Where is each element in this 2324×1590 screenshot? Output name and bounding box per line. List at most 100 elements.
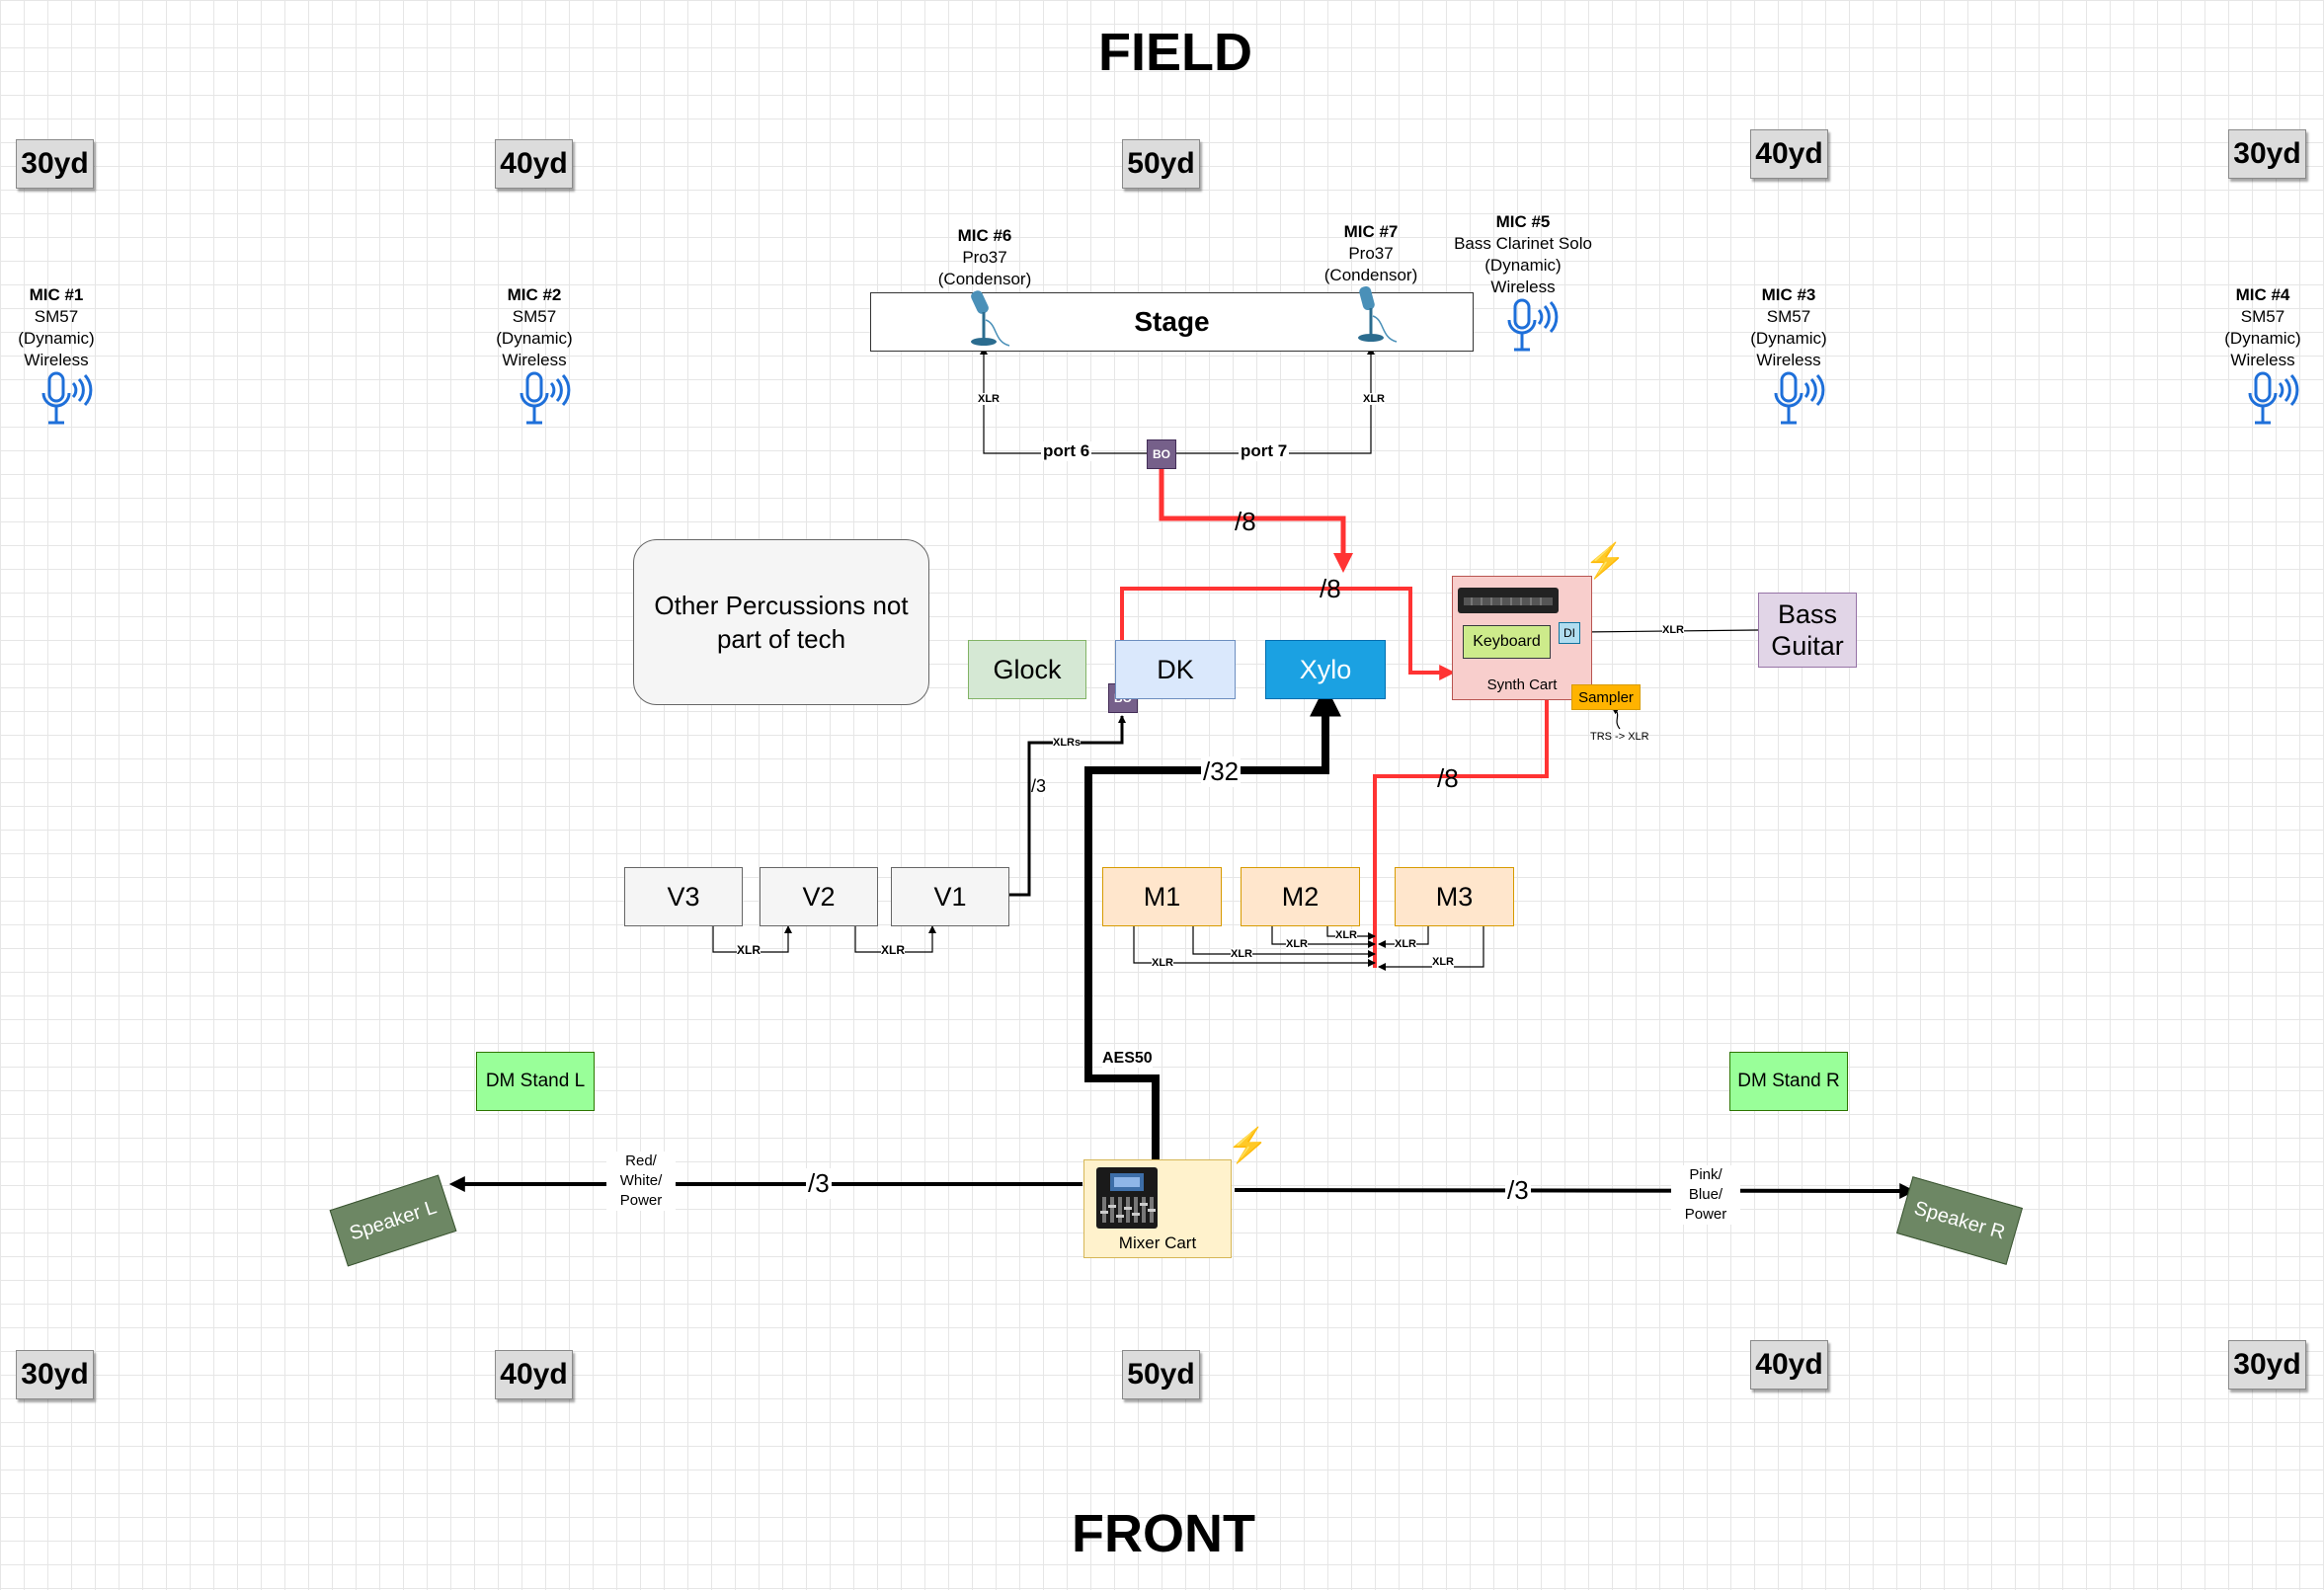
left-cable-line-2: White/: [619, 1172, 663, 1189]
mic-6-label: MIC #6 Pro37 (Condensor): [896, 225, 1074, 290]
m2-xlr: [1271, 926, 1376, 948]
yard-marker-bottom-40-right: 40yd: [1750, 1340, 1828, 1390]
speaker-right-cable: [1234, 1182, 1916, 1199]
mic-3-title: MIC #3: [1761, 285, 1816, 304]
right-speaker-cable-label: Pink/ Blue/ Power: [1671, 1165, 1740, 1225]
mixer-console-icon: [1096, 1167, 1158, 1229]
condenser-mic-icon: [1358, 286, 1398, 343]
speaker-left-label: Speaker L: [347, 1195, 440, 1245]
left-cable-line-3: Power: [619, 1192, 663, 1209]
bass-guitar-box: Bass Guitar: [1758, 593, 1857, 668]
wireless-mic-icon: [520, 371, 571, 425]
vocal-v1: V1: [891, 867, 1009, 926]
mallet-red-cable: [1373, 692, 1549, 968]
mic-1-conn: Wireless: [24, 351, 89, 369]
xlr-label: XLR: [881, 943, 905, 957]
wireless-mic-icon: [1774, 371, 1825, 425]
dk-bo-red-cable: [1120, 587, 1456, 683]
slash3-vocal-label: /3: [1031, 776, 1047, 797]
keyboard-box: Keyboard: [1463, 625, 1551, 659]
m1-xlr-b: [1192, 926, 1376, 958]
other-percussion-note-text: Other Percussions not part of tech: [654, 591, 909, 654]
mic-5-model: Bass Clarinet Solo: [1454, 234, 1592, 253]
mic-2-model: SM57: [512, 307, 557, 326]
mixer-cart-label: Mixer Cart: [1118, 1233, 1197, 1252]
mallet-m3: M3: [1395, 867, 1514, 926]
vocal-v2: V2: [760, 867, 878, 926]
xlrs-label: XLRs: [1053, 737, 1082, 749]
xylo-box: Xylo: [1265, 640, 1386, 699]
dm-stand-right-label: DM Stand R: [1737, 1071, 1840, 1091]
port-6-label: port 6: [1041, 441, 1092, 461]
yard-marker-top-40-left: 40yd: [495, 139, 573, 189]
m2-xlr-b: [1326, 926, 1376, 940]
mic-4-title: MIC #4: [2235, 285, 2290, 304]
mic-1-type: (Dynamic): [18, 329, 95, 348]
vocal-v1-label: V1: [933, 881, 967, 912]
di-box: DI: [1559, 622, 1580, 644]
yard-marker-top-50: 50yd: [1122, 139, 1200, 189]
yard-marker-top-40-right: 40yd: [1750, 129, 1828, 179]
mic-6-type: (Condensor): [937, 270, 1032, 288]
yard-marker-top-30-left: 30yd: [16, 139, 94, 189]
stage-bo-red-cable: [1159, 468, 1353, 573]
m3-xlr-b: [1378, 926, 1484, 971]
slash3-right-label: /3: [1505, 1175, 1531, 1206]
mic-2-title: MIC #2: [507, 285, 562, 304]
drum-kit-label: DK: [1157, 654, 1194, 684]
dm-stand-right: DM Stand R: [1729, 1052, 1848, 1111]
xlr-label: XLR: [1395, 938, 1416, 950]
field-heading: FIELD: [1098, 23, 1252, 82]
mic-5-type: (Dynamic): [1484, 256, 1562, 275]
xlr-label: XLR: [1286, 938, 1308, 950]
right-cable-line-1: Pink/: [1689, 1166, 1723, 1183]
drum-kit-box: DK: [1115, 640, 1236, 699]
mic-3-type: (Dynamic): [1750, 329, 1827, 348]
right-cable-line-2: Blue/: [1688, 1186, 1723, 1203]
sampler-trs-cable: [1611, 706, 1621, 730]
mic-6-model: Pro37: [962, 248, 1007, 267]
front-heading: FRONT: [1072, 1504, 1255, 1563]
mic7-xlr-cable: [1162, 347, 1375, 454]
mic-5-conn: Wireless: [1490, 278, 1556, 296]
mic6-xlr-cable: [980, 347, 1162, 454]
xlr-label: XLR: [978, 393, 1000, 405]
glock-label: Glock: [993, 654, 1062, 684]
power-bolt-icon: ⚡: [1227, 1127, 1269, 1164]
left-speaker-cable-label: Red/ White/ Power: [606, 1152, 676, 1211]
xlr-label: XLR: [1662, 624, 1684, 636]
condenser-mic-icon: [971, 290, 1010, 347]
mic-3-conn: Wireless: [1756, 351, 1821, 369]
xlr-label: XLR: [1432, 956, 1454, 968]
mallet-m1-label: M1: [1143, 881, 1181, 912]
mic-7-title: MIC #7: [1343, 222, 1399, 241]
stage-label: Stage: [1134, 306, 1210, 337]
slash8-label: /8: [1320, 574, 1341, 603]
di-label: DI: [1563, 626, 1575, 640]
port-7-label: port 7: [1239, 441, 1290, 461]
mic-7-type: (Condensor): [1323, 266, 1418, 284]
power-bolt-icon: ⚡: [1584, 542, 1627, 580]
vocal-v3-label: V3: [667, 881, 700, 912]
xlr-label: XLR: [1231, 948, 1252, 960]
sampler-box: Sampler: [1571, 684, 1641, 710]
mic-1-model: SM57: [34, 307, 79, 326]
dm-stand-left: DM Stand L: [476, 1052, 595, 1111]
aes50-cable: [1084, 684, 1341, 1159]
mic-4-conn: Wireless: [2230, 351, 2295, 369]
vocal-v2-label: V2: [802, 881, 836, 912]
mic-3-model: SM57: [1766, 307, 1811, 326]
mic-2-type: (Dynamic): [496, 329, 573, 348]
mic-2-conn: Wireless: [502, 351, 567, 369]
keyboard-label: Keyboard: [1473, 633, 1541, 650]
yard-marker-bottom-30-right: 30yd: [2228, 1340, 2306, 1390]
mic-3-label: MIC #3 SM57 (Dynamic) Wireless: [1700, 284, 1878, 371]
left-cable-line-1: Red/: [625, 1153, 657, 1169]
yard-marker-bottom-50: 50yd: [1122, 1350, 1200, 1399]
yard-marker-bottom-30-left: 30yd: [16, 1350, 94, 1399]
wireless-mic-icon: [1507, 298, 1559, 352]
right-cable-line-3: Power: [1684, 1206, 1727, 1223]
slash8-label: /8: [1235, 507, 1256, 536]
